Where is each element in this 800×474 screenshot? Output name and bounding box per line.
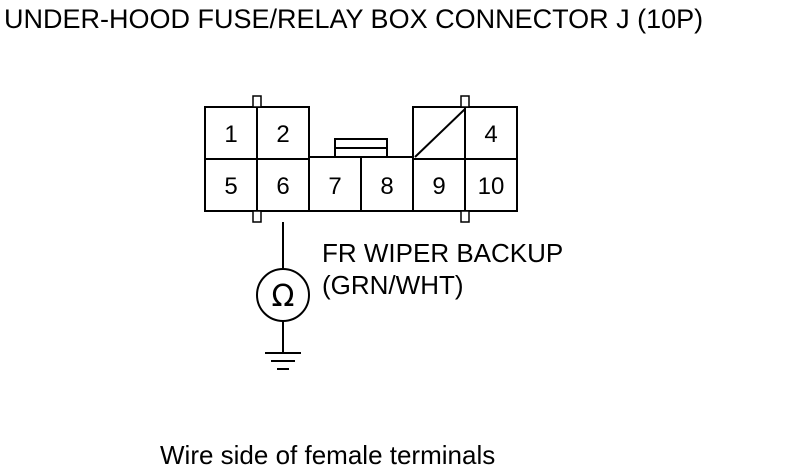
- guide-key-top-right: [460, 95, 470, 108]
- terminal-10: 10: [478, 173, 505, 200]
- terminal-8: 8: [380, 173, 393, 200]
- terminal-4: 4: [484, 121, 497, 148]
- guide-key-top-left: [252, 95, 262, 108]
- terminal-1: 1: [224, 121, 237, 148]
- empty-cavity-slash: [414, 108, 466, 158]
- terminal-5: 5: [224, 173, 237, 200]
- diagram-caption: Wire side of female terminals: [160, 440, 496, 470]
- ohm-icon: Ω: [272, 279, 295, 314]
- diagram-title: UNDER-HOOD FUSE/RELAY BOX CONNECTOR J (1…: [4, 4, 704, 34]
- terminal-9: 9: [432, 173, 445, 200]
- terminal-7: 7: [328, 173, 341, 200]
- wire-circuit-label: FR WIPER BACKUP: [322, 238, 564, 268]
- ground-icon: [265, 352, 301, 370]
- guide-key-bottom-left: [252, 210, 262, 223]
- terminal-2: 2: [276, 121, 289, 148]
- terminal-6: 6: [276, 173, 289, 200]
- wire-color-label: (GRN/WHT): [322, 270, 464, 300]
- guide-key-bottom-right: [460, 210, 470, 223]
